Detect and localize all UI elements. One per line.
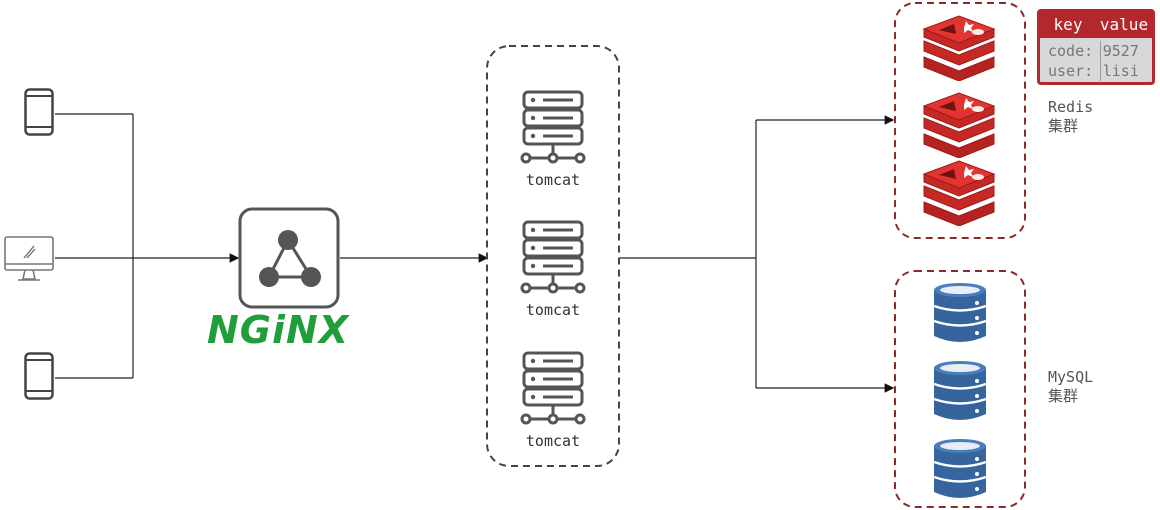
mysql-cluster-label: MySQL 集群	[1048, 368, 1093, 406]
redis-label-line2: 集群	[1048, 117, 1079, 135]
server-icon	[520, 220, 586, 294]
key-value-table: key value code: 9527 user: lisi	[1037, 9, 1155, 85]
kv-header: key value	[1040, 12, 1152, 38]
table-row: user: lisi	[1040, 61, 1152, 81]
redis-icon	[922, 92, 996, 158]
kv-value: 9527	[1102, 42, 1139, 60]
phone-icon	[24, 352, 54, 400]
desktop-icon	[4, 236, 54, 281]
database-icon	[933, 283, 987, 342]
tomcat-label: tomcat	[525, 301, 581, 319]
kv-key: user:	[1040, 61, 1101, 81]
nginx-icon	[238, 207, 340, 309]
table-row: code: 9527	[1040, 41, 1152, 61]
kv-header-key: key	[1053, 15, 1083, 34]
server-icon	[520, 90, 586, 164]
mysql-label-line2: 集群	[1048, 387, 1079, 405]
database-icon	[933, 361, 987, 420]
redis-cluster-label: Redis 集群	[1048, 98, 1093, 136]
tomcat-label: tomcat	[525, 171, 581, 189]
server-icon	[520, 351, 586, 425]
redis-label-line1: Redis	[1048, 98, 1094, 116]
redis-icon	[922, 160, 996, 226]
kv-key: code:	[1040, 41, 1101, 61]
redis-icon	[922, 15, 996, 81]
nginx-logo-text: NGiNX	[207, 308, 350, 352]
database-icon	[933, 439, 987, 498]
mysql-label-line1: MySQL	[1048, 368, 1094, 386]
phone-icon	[24, 88, 54, 136]
kv-header-value: value	[1099, 15, 1149, 34]
kv-value: lisi	[1102, 62, 1139, 80]
tomcat-label: tomcat	[525, 432, 581, 450]
